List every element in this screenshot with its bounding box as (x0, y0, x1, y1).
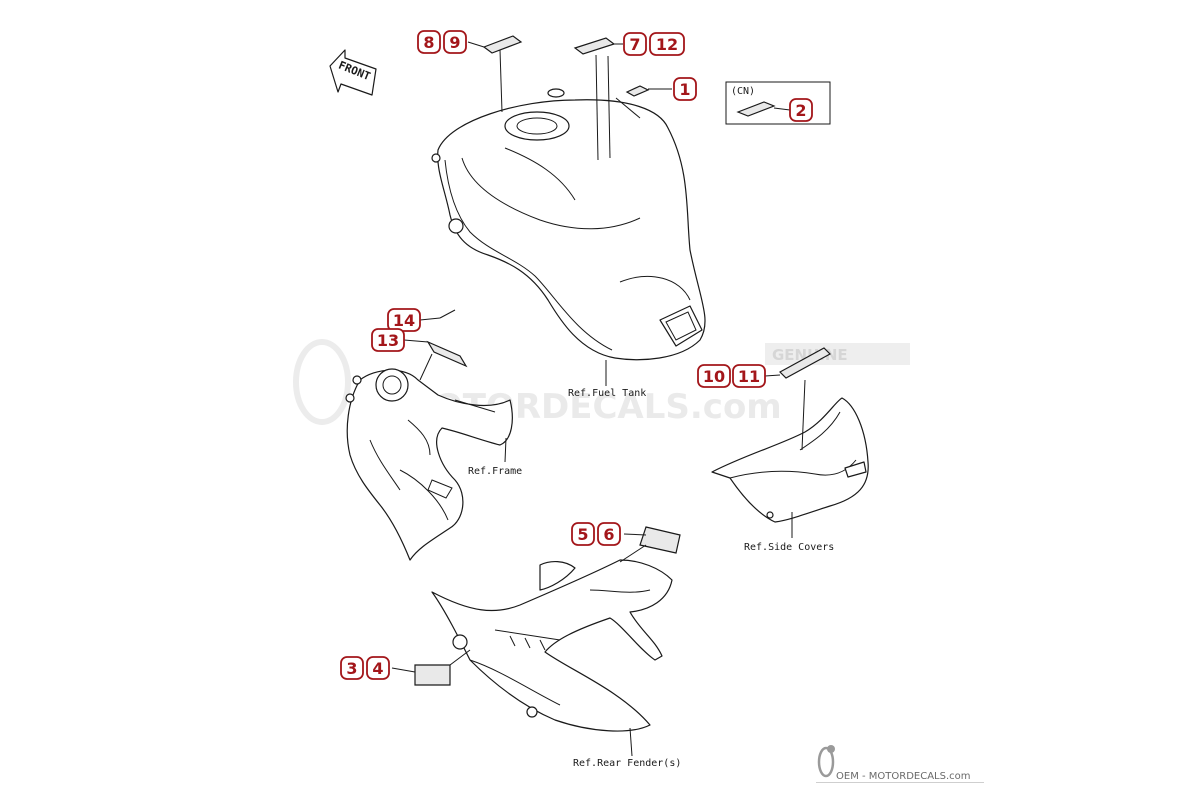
ref-rear-fender-label: Ref.Rear Fender(s) (573, 758, 681, 769)
callout-badge-3[interactable]: 3 (340, 656, 364, 680)
callout-badge-9[interactable]: 9 (443, 30, 467, 54)
callout-badge-12[interactable]: 12 (649, 32, 685, 56)
decal-7-12 (573, 37, 616, 55)
svg-text:12: 12 (656, 35, 678, 54)
ref-frame-label: Ref.Frame (468, 466, 522, 477)
rear-fender-drawing (431, 559, 673, 732)
svg-text:13: 13 (377, 331, 399, 350)
decal-8-9 (482, 35, 523, 54)
decals (414, 35, 831, 686)
callout-badge-5[interactable]: 5 (571, 522, 595, 546)
svg-text:1: 1 (679, 80, 690, 99)
front-arrow-icon: FRONT (329, 49, 377, 96)
callout-badge-6[interactable]: 6 (597, 522, 621, 546)
cn-label: (CN) (731, 86, 755, 97)
frame-drawing (345, 368, 513, 561)
side-cover-drawing (711, 397, 869, 523)
callout-badge-14[interactable]: 14 (387, 308, 421, 332)
svg-text:14: 14 (393, 311, 415, 330)
svg-text:11: 11 (738, 367, 760, 386)
ref-side-covers-label: Ref.Side Covers (744, 542, 834, 553)
callout-badge-4[interactable]: 4 (366, 656, 390, 680)
callout-badge-8[interactable]: 8 (417, 30, 441, 54)
ref-fuel-tank-label: Ref.Fuel Tank (568, 388, 646, 399)
decal-3-4 (414, 664, 451, 686)
callout-badge-10[interactable]: 10 (697, 364, 731, 388)
watermark-logo-icon (293, 339, 351, 425)
decal-2 (736, 101, 776, 117)
svg-text:5: 5 (577, 525, 588, 544)
svg-text:6: 6 (603, 525, 614, 544)
svg-text:8: 8 (423, 33, 434, 52)
watermark-tag: GENUINE (772, 346, 848, 364)
callout-badge-1[interactable]: 1 (673, 77, 697, 101)
svg-text:9: 9 (449, 33, 460, 52)
callout-badge-2[interactable]: 2 (789, 98, 813, 122)
decal-5-6 (639, 526, 681, 554)
decal-14 (439, 309, 456, 319)
footer-logo: OEM - MOTORDECALS.com (816, 745, 984, 783)
svg-text:2: 2 (795, 101, 806, 120)
svg-text:10: 10 (703, 367, 725, 386)
svg-text:4: 4 (372, 659, 383, 678)
svg-text:7: 7 (629, 35, 640, 54)
callout-badge-11[interactable]: 11 (732, 364, 766, 388)
bird-head-icon (827, 745, 835, 753)
fuel-tank-drawing (431, 88, 706, 361)
watermark-tag-box (765, 343, 910, 365)
leader-lines (391, 41, 806, 757)
callout-badge-13[interactable]: 13 (371, 328, 405, 352)
decal-13 (426, 340, 468, 368)
footer-watermark-text: OEM - MOTORDECALS.com (836, 771, 971, 782)
callout-badge-7[interactable]: 7 (623, 32, 647, 56)
decal-1 (625, 85, 650, 97)
cn-box (725, 81, 831, 125)
svg-text:3: 3 (346, 659, 357, 678)
bird-logo-icon (817, 746, 835, 778)
decal-10-11 (779, 347, 831, 379)
